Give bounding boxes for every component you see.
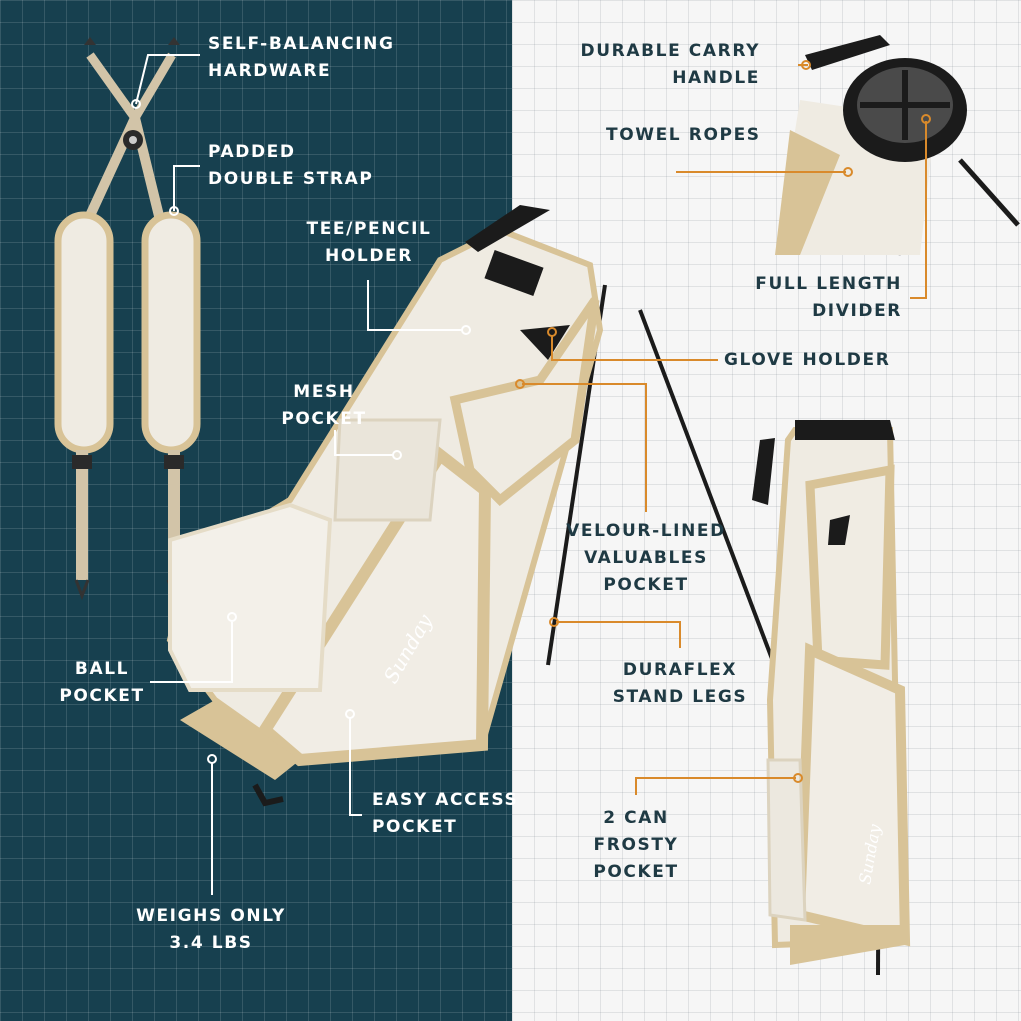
glove-holder-label: GLOVE HOLDER — [724, 347, 890, 374]
padded-strap-label: PADDED DOUBLE STRAP — [208, 139, 373, 193]
velour-pocket-line-2: VALUABLES — [584, 548, 708, 568]
self-balancing-label: SELF-BALANCING HARDWARE — [208, 31, 395, 85]
full-length-divider-line-2: DIVIDER — [812, 301, 902, 321]
weighs-only-line-1: WEIGHS ONLY — [136, 906, 286, 926]
tee-pencil-label: TEE/PENCIL HOLDER — [305, 216, 433, 270]
callout-lines-left — [131, 54, 471, 895]
easy-access-line-1: EASY ACCESS — [372, 790, 519, 810]
ball-pocket-line-1: BALL — [74, 659, 130, 679]
callout-lines-right — [515, 60, 931, 795]
duraflex-legs-line-2: STAND LEGS — [612, 687, 748, 707]
golf-bag-icon: Sunday — [166, 205, 782, 807]
weighs-only-label: WEIGHS ONLY 3.4 LBS — [135, 903, 287, 957]
frosty-pocket-label: 2 CAN FROSTY POCKET — [584, 805, 688, 886]
towel-ropes-line-1: TOWEL ROPES — [606, 125, 761, 145]
mesh-pocket-line-1: MESH — [293, 382, 355, 402]
double-strap-icon — [54, 37, 201, 601]
weighs-only-line-2: 3.4 LBS — [169, 933, 253, 953]
ball-pocket-label: BALL POCKET — [54, 656, 150, 710]
easy-access-label: EASY ACCESS POCKET — [372, 787, 518, 841]
carry-handle-label: DURABLE CARRY HANDLE — [580, 38, 760, 92]
velour-pocket-line-1: VELOUR-LINED — [566, 521, 726, 541]
padded-strap-line-2: DOUBLE STRAP — [208, 169, 374, 189]
mesh-pocket-line-2: POCKET — [281, 409, 367, 429]
standing-bag-icon: Sunday — [752, 420, 911, 976]
duraflex-legs-line-1: DURAFLEX — [622, 660, 738, 680]
frosty-pocket-line-2: FROSTY — [593, 835, 679, 855]
velour-pocket-line-3: POCKET — [603, 575, 689, 595]
carry-handle-line-2: HANDLE — [672, 68, 760, 88]
frosty-pocket-line-3: POCKET — [593, 862, 679, 882]
towel-ropes-label: TOWEL ROPES — [606, 122, 761, 149]
easy-access-line-2: POCKET — [372, 817, 458, 837]
self-balancing-line-1: SELF-BALANCING — [208, 34, 395, 54]
full-length-divider-line-1: FULL LENGTH — [755, 274, 902, 294]
full-length-divider-label: FULL LENGTH DIVIDER — [742, 271, 902, 325]
frosty-pocket-line-1: 2 CAN — [603, 808, 669, 828]
bag-top-closeup-icon — [775, 35, 1020, 256]
padded-strap-line-1: PADDED — [208, 142, 296, 162]
glove-holder-line-1: GLOVE HOLDER — [724, 350, 891, 370]
carry-handle-line-1: DURABLE CARRY — [580, 41, 760, 61]
velour-pocket-label: VELOUR-LINED VALUABLES POCKET — [566, 518, 726, 599]
mesh-pocket-label: MESH POCKET — [276, 379, 372, 433]
ball-pocket-line-2: POCKET — [59, 686, 145, 706]
duraflex-legs-label: DURAFLEX STAND LEGS — [610, 657, 750, 711]
right-grid-panel — [512, 0, 1021, 1021]
tee-pencil-line-1: TEE/PENCIL — [306, 219, 432, 239]
self-balancing-line-2: HARDWARE — [208, 61, 332, 81]
tee-pencil-line-2: HOLDER — [325, 246, 413, 266]
